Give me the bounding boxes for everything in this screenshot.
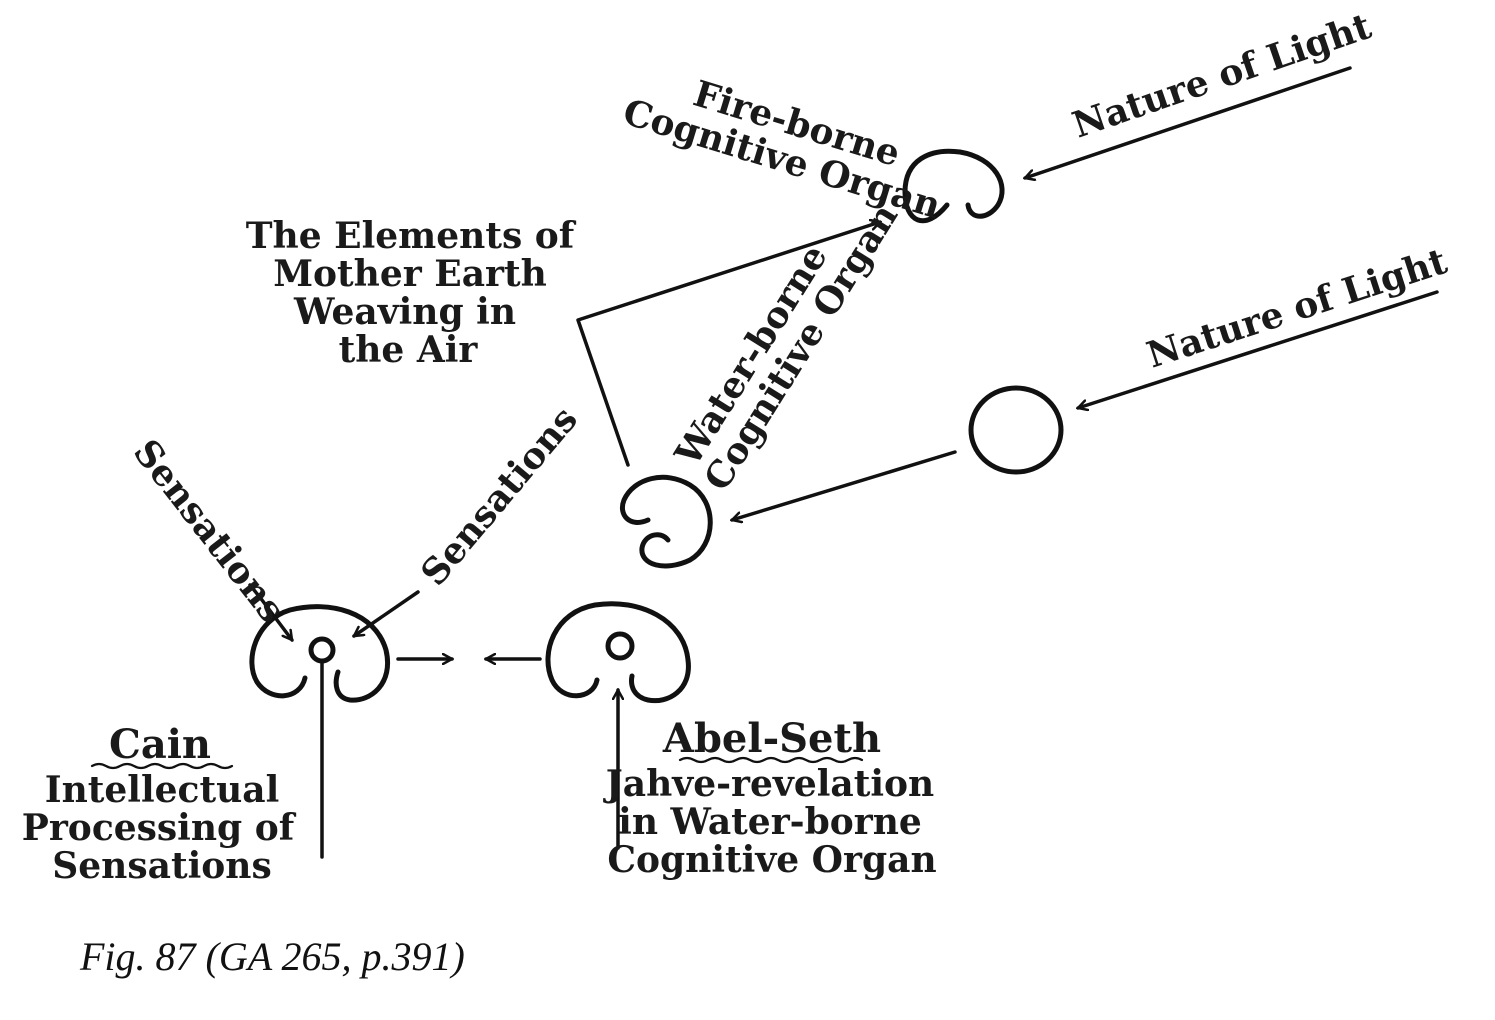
water-borne-label: Water-borne Cognitive Organ (666, 196, 906, 498)
circle-organ (968, 385, 1064, 475)
abel-seth-desc-line-2: in Water-borne (618, 801, 922, 843)
sensations-right-arrow (354, 590, 420, 638)
cain-desc-line-3: Sensations (52, 845, 271, 887)
elements-line-3: Weaving in (293, 291, 516, 333)
abel-seth-organ-shape (545, 601, 691, 704)
cain-inner-circle (308, 636, 336, 664)
water-borne-organ-shape (620, 474, 713, 569)
cain-organ-shape (249, 604, 390, 703)
abel-seth-text-block: Abel-Seth Jahve-revelation in Water-born… (603, 715, 937, 881)
sensations-left-arrow (248, 583, 294, 640)
nature-of-light-top-arrow (1025, 66, 1352, 178)
fire-borne-label: Fire-borne Cognitive Organ (618, 73, 945, 228)
elements-line-1: The Elements of (246, 215, 577, 257)
elements-line-2: Mother Earth (273, 253, 547, 295)
abel-seth-inner-circle (605, 631, 635, 661)
abel-seth-desc-line-3: Cognitive Organ (607, 839, 936, 881)
abel-seth-wavy-underline (678, 756, 864, 764)
figure-caption: Fig. 87 (GA 265, p.391) (79, 934, 465, 979)
cain-desc-line-1: Intellectual (45, 769, 280, 811)
nature-of-light-mid-arrow (1078, 290, 1439, 408)
nature-of-light-mid-label: Nature of Light (1142, 240, 1452, 377)
circle-to-water-arrow (732, 450, 957, 520)
cain-text-block: Cain Intellectual Processing of Sensatio… (22, 721, 297, 887)
sensations-left-label: Sensations (125, 432, 293, 631)
cain-title: Cain (109, 721, 211, 768)
fire-borne-organ-shape (902, 148, 1005, 224)
abel-seth-desc-line-1: Jahve-revelation (603, 763, 934, 805)
cain-desc-line-2: Processing of (22, 807, 297, 849)
sensations-right-label: Sensations (413, 399, 586, 594)
elements-connector-arrow (576, 222, 880, 467)
elements-label: The Elements of Mother Earth Weaving in … (246, 215, 577, 371)
cain-wavy-underline (90, 762, 234, 770)
abel-seth-title: Abel-Seth (662, 715, 881, 762)
elements-line-4: the Air (339, 329, 479, 371)
